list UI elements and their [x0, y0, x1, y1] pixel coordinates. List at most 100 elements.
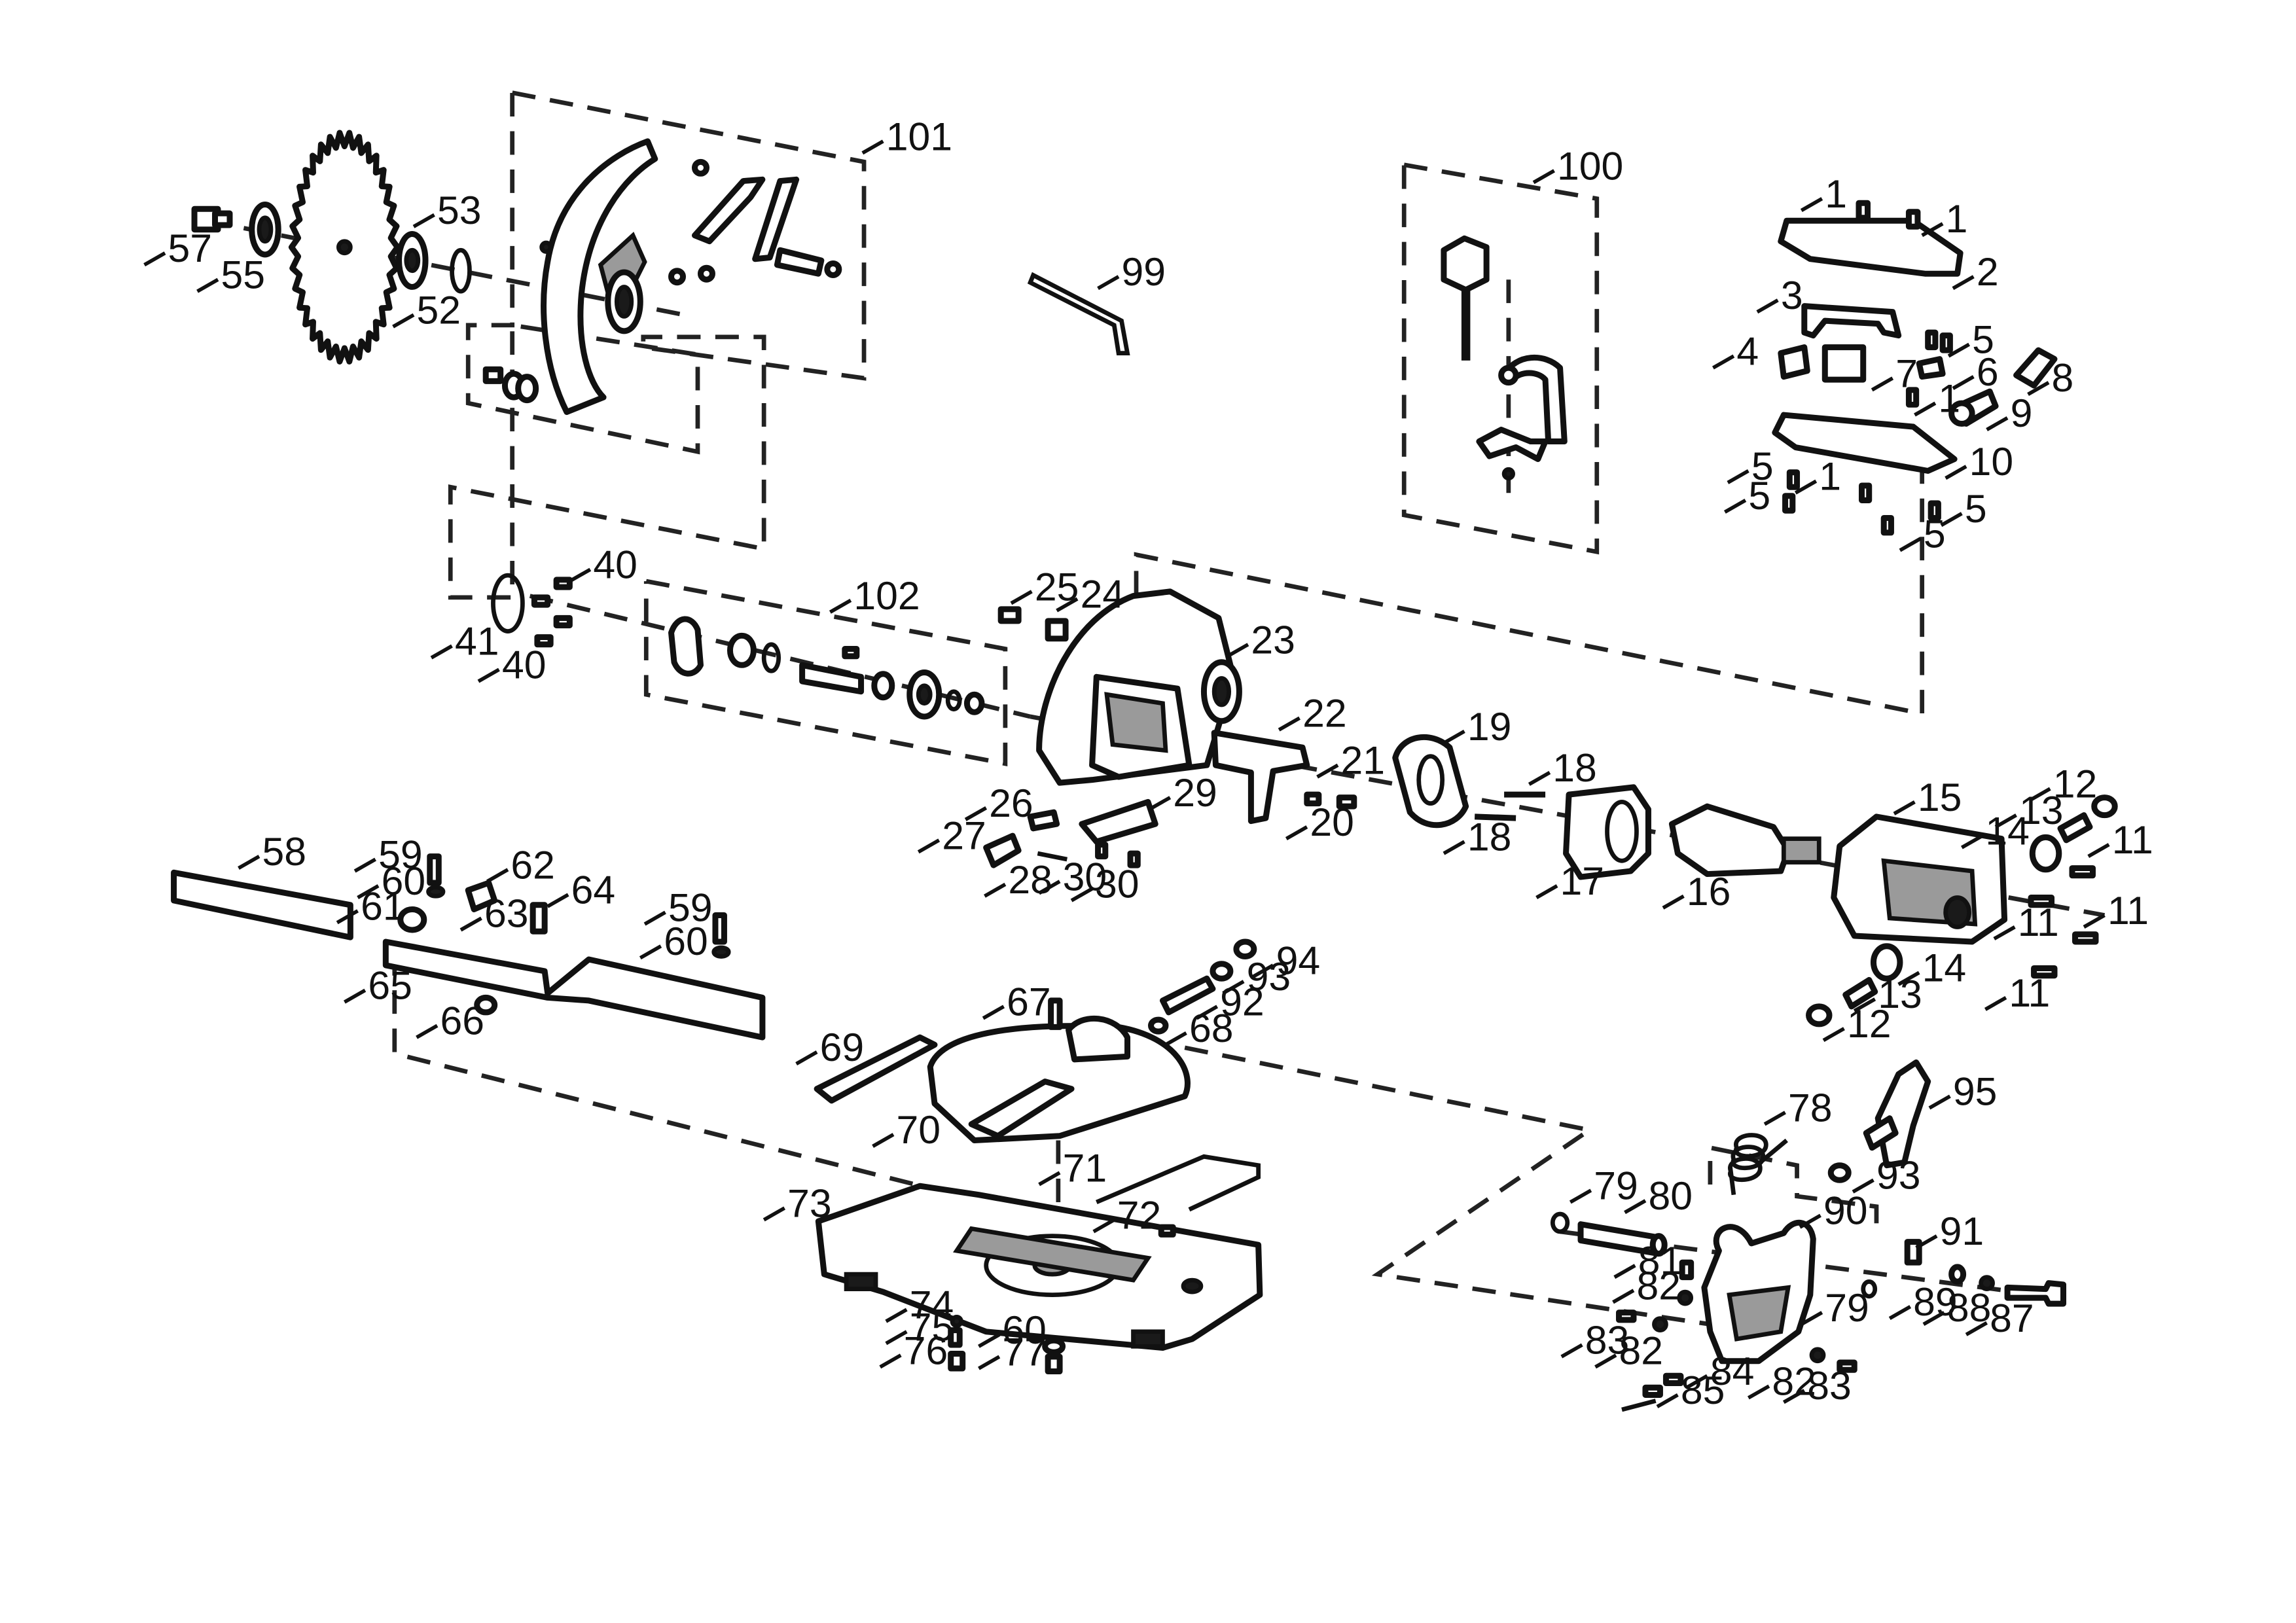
leader-line	[1915, 1234, 1938, 1250]
leader-line	[1164, 1031, 1187, 1046]
blade-arbor-hole	[336, 239, 353, 256]
label-41: 41	[455, 619, 499, 664]
leader-line	[1727, 469, 1749, 484]
label-83a: 83	[1585, 1318, 1630, 1363]
arm-pivot-assembly	[1550, 1059, 2067, 1412]
leader-line	[416, 1024, 439, 1039]
label-6: 6	[1977, 349, 1999, 394]
kerf-plate-69	[814, 1034, 938, 1104]
leader-line	[1656, 1393, 1679, 1408]
label-20: 20	[1310, 800, 1354, 844]
leader-line	[1960, 834, 1984, 849]
label-101: 101	[886, 114, 952, 158]
label-19: 19	[1467, 704, 1512, 749]
rod-71	[1095, 1154, 1261, 1212]
blade-axis	[206, 218, 692, 319]
lower-blade-guard	[541, 138, 658, 416]
label-88: 88	[1947, 1285, 1992, 1330]
label-13a: 13	[2019, 788, 2064, 832]
label-69: 69	[820, 1025, 865, 1069]
retaining-ring-41	[491, 573, 525, 633]
leader-line	[1624, 1199, 1647, 1215]
label-29: 29	[1173, 770, 1217, 815]
nut-94	[1233, 938, 1257, 959]
bolt-67	[1048, 997, 1063, 1030]
leader-line	[1723, 499, 1747, 514]
leader-line	[143, 251, 166, 267]
switch-trigger-3	[1801, 303, 1902, 339]
leader-line	[1763, 1111, 1786, 1126]
leader-line	[1897, 971, 1920, 986]
bolt-59	[427, 853, 442, 886]
label-14a: 14	[1985, 809, 2030, 853]
leader-line	[1285, 825, 1308, 841]
handle-top-cover-2	[1778, 217, 1964, 277]
leader-line	[984, 882, 1007, 898]
leader-line	[1799, 1213, 1821, 1229]
leader-line	[978, 1355, 1001, 1370]
pin-25	[997, 606, 1022, 624]
leader-line	[353, 857, 376, 873]
guard-link-arm	[691, 176, 766, 245]
label-91: 91	[1940, 1209, 1984, 1253]
leader-line	[1528, 770, 1551, 786]
leader-line	[1922, 1311, 1945, 1327]
leader-line	[1756, 298, 1779, 314]
label-10: 10	[1969, 439, 2014, 484]
label-55: 55	[221, 253, 265, 297]
label-1b: 1	[1946, 196, 1968, 241]
leader-line	[1070, 887, 1093, 902]
leader-line	[2028, 787, 2051, 802]
label-23: 23	[1251, 617, 1295, 662]
label-99: 99	[1122, 249, 1166, 294]
guard-roller	[774, 247, 825, 277]
leader-line	[547, 893, 569, 908]
leader-line	[430, 644, 453, 660]
label-16: 16	[1687, 869, 1731, 914]
leader-line	[1092, 1218, 1115, 1234]
group-100-outline	[1401, 162, 1600, 555]
leader-line	[861, 139, 884, 155]
label-5c: 5	[1748, 473, 1770, 518]
leader-line	[343, 988, 367, 1004]
label-11d: 11	[2009, 971, 2050, 1015]
leader-line	[1782, 1389, 1806, 1404]
leader-line	[643, 910, 666, 926]
label-58: 58	[262, 829, 306, 874]
label-15: 15	[1918, 775, 1962, 819]
switch-7	[1821, 344, 1867, 383]
label-5d: 5	[1965, 486, 1987, 531]
spring-26	[1027, 809, 1060, 832]
label-1c: 1	[1938, 376, 1960, 421]
label-18b: 18	[1467, 815, 1512, 859]
label-11b: 11	[2018, 900, 2059, 944]
leader-line	[885, 1330, 908, 1346]
pivot-bolt-87	[2004, 1280, 2067, 1307]
label-66: 66	[440, 999, 485, 1043]
label-17: 17	[1560, 859, 1605, 903]
leader-line	[1532, 169, 1555, 185]
handle-bottom-10	[1772, 412, 1958, 474]
label-102: 102	[853, 573, 920, 618]
leader-line	[1899, 537, 1922, 552]
label-65: 65	[368, 963, 412, 1008]
lock-handle-95	[1874, 1059, 1931, 1169]
label-82c: 82	[1772, 1359, 1816, 1403]
label-27: 27	[942, 813, 986, 857]
label-1d: 1	[1819, 454, 1841, 499]
armature-16	[1668, 803, 1791, 878]
nut-61	[397, 906, 427, 933]
label-5e: 5	[1924, 511, 1946, 556]
leader-line	[1613, 1264, 1636, 1279]
label-76: 76	[904, 1328, 948, 1372]
label-11a: 11	[2112, 817, 2153, 862]
label-82b: 82	[1619, 1328, 1663, 1372]
leader-line	[1148, 796, 1172, 812]
label-62: 62	[511, 842, 555, 887]
leader-line	[762, 1206, 786, 1222]
leader-line	[1443, 840, 1465, 855]
leader-line	[1195, 1005, 1219, 1020]
leader-line	[639, 944, 662, 960]
label-60c: 60	[1002, 1308, 1047, 1352]
group-102-outline	[643, 579, 1008, 767]
